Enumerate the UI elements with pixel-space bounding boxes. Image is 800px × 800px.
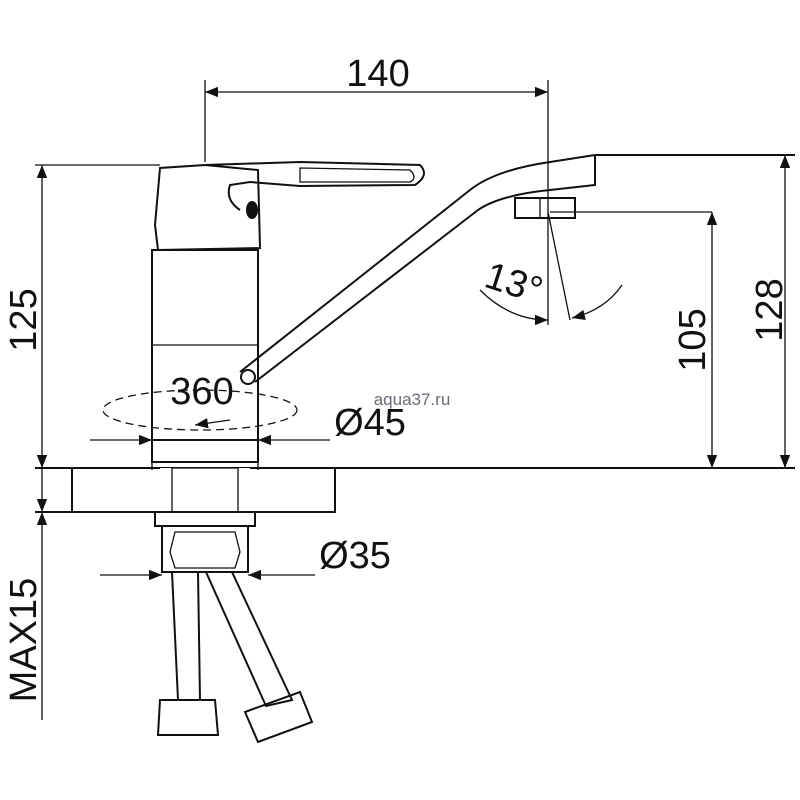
spout	[239, 154, 795, 385]
watermark: aqua37.ru	[374, 390, 451, 409]
countertop	[35, 467, 795, 513]
dimension-lines	[35, 80, 791, 720]
dim-base-diameter: Ø45	[334, 402, 406, 444]
mounting-hardware	[154, 511, 314, 744]
dim-total-height: 125	[3, 288, 45, 351]
dim-mount-diameter: Ø35	[319, 535, 391, 577]
faucet-body	[151, 160, 425, 463]
dim-max-countertop: MAX15	[3, 578, 45, 703]
dim-spout-reach: 140	[346, 53, 409, 95]
dim-spout-height: 105	[672, 308, 714, 371]
dim-max-height: 128	[749, 278, 791, 341]
dim-spout-angle: 13°	[480, 255, 548, 313]
dim-rotation: 360	[170, 371, 233, 413]
